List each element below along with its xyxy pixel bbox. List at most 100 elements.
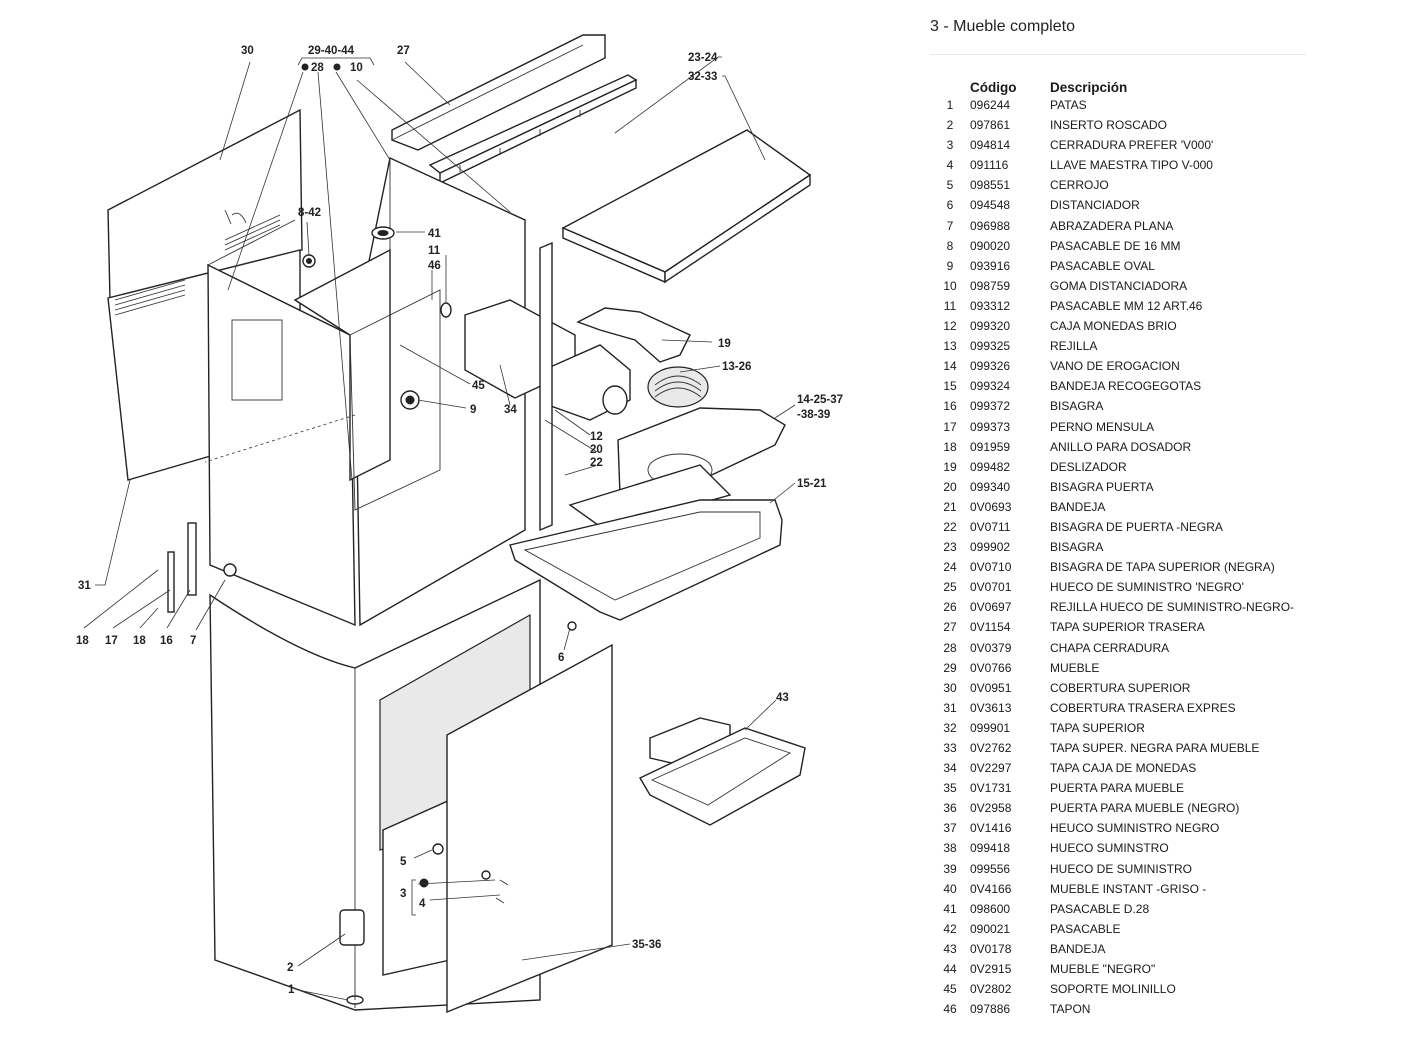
part-description: INSERTO ROSCADO [1050, 118, 1167, 133]
part-code: 0V0693 [970, 499, 1012, 514]
part-number: 6 [946, 198, 954, 213]
callout-12: 12 [590, 431, 603, 443]
part-description: BISAGRA PUERTA [1050, 479, 1154, 494]
callout-18-left: 18 [76, 635, 89, 647]
part-code: 098759 [970, 278, 1011, 293]
part-code: 0V1731 [970, 781, 1012, 796]
part-number: 24 [943, 560, 957, 575]
callout-28: 28 [311, 62, 324, 74]
callout-23-24: 23-24 [688, 52, 718, 64]
part-description: BANDEJA [1050, 499, 1106, 514]
callout-17: 17 [105, 635, 118, 647]
table-row: 21 0V0693 BANDEJA [930, 497, 1310, 517]
parts-list-panel: 3 - Mueble completo Código Descripción 1… [930, 0, 1310, 1019]
part-description: CHAPA CERRADURA [1050, 640, 1170, 655]
grommet-11 [440, 302, 452, 318]
cabinet-door [446, 643, 613, 1014]
table-row: 20 099340 BISAGRA PUERTA [930, 477, 1310, 497]
grill [647, 366, 709, 408]
part-description: BISAGRA [1050, 399, 1104, 414]
part-number: 38 [943, 841, 957, 856]
callout-3: 3 [400, 888, 406, 900]
part-number: 26 [943, 600, 957, 615]
part-number: 27 [943, 620, 957, 635]
part-code: 0V2915 [970, 962, 1012, 977]
top-hinge-bar [428, 74, 638, 185]
part-description: TAPA SUPERIOR TRASERA [1050, 620, 1205, 635]
part-description: PASACABLE [1050, 921, 1121, 936]
part-description: PASACABLE D.28 [1050, 901, 1150, 916]
part-number: 46 [943, 1002, 957, 1017]
part-code: 0V1416 [970, 821, 1012, 836]
part-code: 099482 [970, 459, 1011, 474]
part-number: 13 [943, 339, 957, 354]
part-code: 099902 [970, 540, 1011, 555]
callout-46: 46 [428, 260, 441, 272]
callout-15-21: 15-21 [797, 478, 827, 490]
part-number: 11 [943, 298, 957, 313]
part-description: PERNO MENSULA [1050, 419, 1155, 434]
part-description: CAJA MONEDAS BRIO [1050, 319, 1177, 334]
part-number: 12 [943, 319, 957, 334]
callout-9: 9 [470, 404, 476, 416]
part-description: CERRADURA PREFER 'V000' [1050, 138, 1214, 153]
tray-43 [639, 717, 806, 826]
part-number: 1 [946, 98, 954, 112]
part-description: BISAGRA DE TAPA SUPERIOR (NEGRA) [1050, 560, 1275, 575]
part-code: 098600 [970, 901, 1011, 916]
part-code: 099326 [970, 359, 1011, 374]
upper-cabinet [204, 156, 526, 627]
part-number: 7 [946, 218, 954, 233]
part-description: DISTANCIADOR [1050, 198, 1140, 213]
column-header-code: Código [970, 80, 1017, 95]
top-rear-cover [391, 34, 606, 151]
part-code: 0V0701 [970, 580, 1012, 595]
callout-32-33: 32-33 [688, 71, 717, 83]
part-description: PUERTA PARA MUEBLE [1050, 781, 1185, 796]
callout-43: 43 [776, 692, 789, 704]
callout-45: 45 [472, 380, 485, 392]
part-number: 35 [943, 781, 957, 796]
part-number: 20 [943, 479, 957, 494]
part-code: 099324 [970, 379, 1011, 394]
grommet-41 [371, 226, 395, 240]
part-description: PASACABLE DE 16 MM [1050, 238, 1181, 253]
part-description: HEUCO SUMINISTRO NEGRO [1050, 821, 1220, 836]
part-description: REJILLA [1050, 339, 1098, 354]
part-number: 10 [943, 278, 957, 293]
part-description: ABRAZADERA PLANA [1050, 218, 1174, 233]
grommet-8-42 [302, 254, 316, 268]
table-row: 35 0V1731 PUERTA PARA MUEBLE [930, 778, 1310, 798]
part-description: HUECO SUMINSTRO [1050, 841, 1169, 856]
callout-14-25-37: 14-25-37 [797, 394, 843, 406]
part-number: 21 [943, 499, 957, 514]
callout-7: 7 [190, 635, 196, 647]
callout-18-right: 18 [133, 635, 146, 647]
part-number: 9 [946, 258, 954, 273]
part-number: 22 [943, 519, 957, 534]
part-code: 099340 [970, 479, 1011, 494]
part-code: 0V0710 [970, 560, 1012, 575]
part-code: 096244 [970, 98, 1011, 112]
callout-20: 20 [590, 444, 603, 456]
part-number: 19 [943, 459, 957, 474]
part-description: TAPON [1050, 1002, 1091, 1017]
callout-41: 41 [428, 228, 441, 240]
